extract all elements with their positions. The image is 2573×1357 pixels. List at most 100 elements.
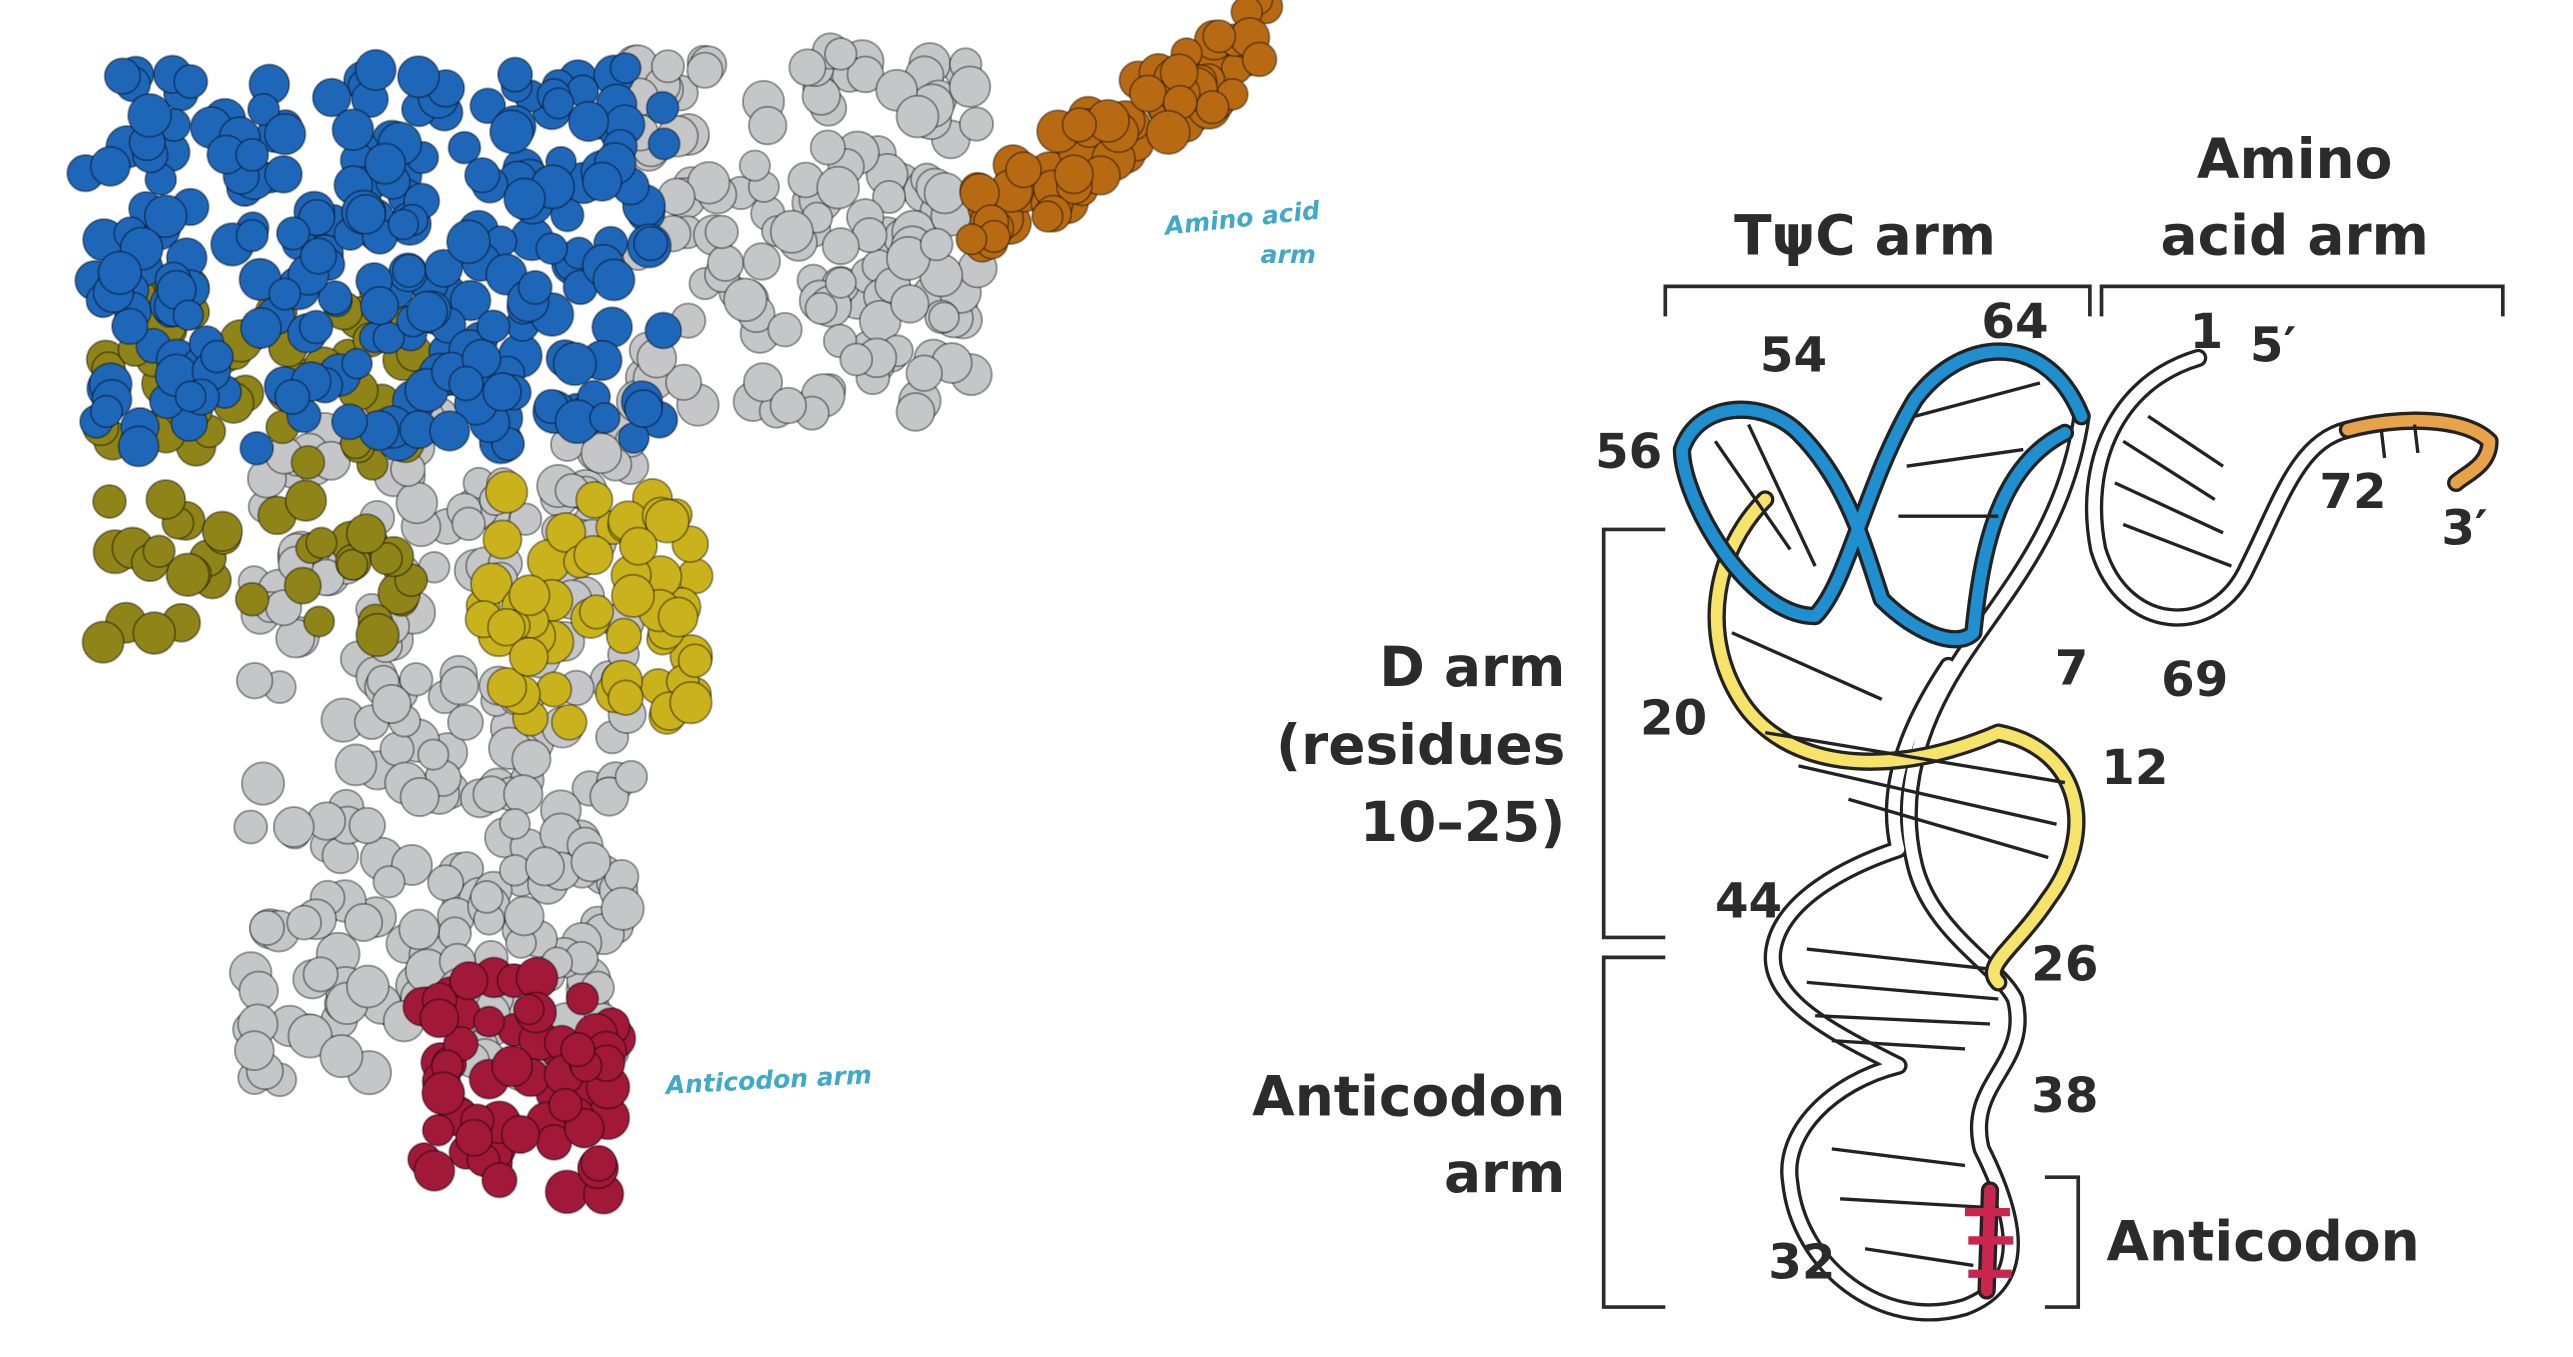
- residue-64: 64: [1981, 294, 2048, 350]
- atom-sphere: [1195, 89, 1230, 125]
- atom-sphere: [491, 1045, 534, 1088]
- residue-44: 44: [1715, 873, 1782, 929]
- atom-sphere: [1145, 109, 1191, 156]
- atom-sphere: [379, 731, 415, 767]
- atom-sphere: [767, 311, 803, 348]
- atom-sphere: [1061, 107, 1098, 143]
- atom-sphere: [632, 225, 669, 262]
- atom-sphere: [486, 666, 528, 708]
- atom-sphere: [127, 92, 173, 138]
- atom-sphere: [769, 386, 808, 425]
- atom-sphere: [580, 432, 623, 475]
- residue-26: 26: [2031, 937, 2098, 993]
- atom-sphere: [396, 55, 441, 99]
- atom-sphere: [463, 156, 501, 194]
- atom-sphere: [263, 112, 307, 156]
- atom-sphere: [928, 301, 960, 334]
- residue-72: 72: [2319, 464, 2386, 520]
- atom-sphere: [448, 365, 485, 402]
- atom-sphere: [503, 895, 545, 937]
- residue-54: 54: [1760, 327, 1827, 383]
- atom-sphere: [372, 865, 406, 899]
- atom-sphere: [298, 309, 334, 345]
- atom-sphere: [447, 130, 482, 165]
- atom-cluster: [66, 48, 683, 468]
- atom-sphere: [234, 581, 270, 617]
- space-filling-trna-model: [66, 0, 1284, 1215]
- atom-sphere: [517, 269, 553, 306]
- atom-sphere: [302, 605, 336, 638]
- atom-sphere: [570, 841, 612, 883]
- atom-sphere: [609, 51, 642, 85]
- atom-sphere: [299, 237, 338, 275]
- atom-sphere: [445, 219, 491, 265]
- atom-sphere: [391, 253, 427, 289]
- atom-sphere: [589, 776, 630, 817]
- atom-sphere: [469, 87, 507, 125]
- atom-sphere: [535, 232, 569, 266]
- atom-sphere: [336, 548, 369, 581]
- atom-sphere: [623, 388, 664, 429]
- atom-sphere: [110, 307, 149, 346]
- atom-sphere: [235, 137, 270, 172]
- atom-sphere: [239, 430, 275, 466]
- atom-sphere: [311, 77, 352, 118]
- atom-sphere: [283, 566, 322, 605]
- atom-sphere: [343, 902, 384, 943]
- atom-sphere: [173, 63, 209, 100]
- residue-69: 69: [2161, 652, 2228, 708]
- atom-sphere: [247, 92, 281, 127]
- atom-cluster: [402, 956, 637, 1215]
- atom-sphere: [548, 1087, 583, 1123]
- atom-sphere: [1004, 151, 1043, 189]
- atom-sphere: [345, 513, 387, 555]
- anticodon-bases: [1964, 1181, 2014, 1300]
- atom-sphere: [742, 362, 784, 403]
- atom-sphere: [565, 981, 600, 1016]
- atom-sphere: [804, 291, 838, 326]
- atom-sphere: [142, 534, 176, 569]
- atom-cluster: [614, 32, 998, 432]
- atom-sphere: [421, 1071, 466, 1116]
- atom-sphere: [738, 149, 772, 182]
- atom-sphere: [233, 809, 269, 845]
- tpsic-arm-strand: [1672, 342, 2091, 649]
- atom-sphere: [132, 611, 177, 656]
- residue-38: 38: [2031, 1068, 2098, 1124]
- atom-sphere: [201, 510, 244, 553]
- atom-sphere: [355, 612, 400, 658]
- atom-sphere: [846, 55, 885, 94]
- atom-sphere: [417, 738, 450, 771]
- atom-sphere: [895, 94, 940, 139]
- atom-sphere: [512, 993, 545, 1026]
- atom-sphere: [399, 776, 440, 818]
- atom-sphere: [233, 1030, 275, 1072]
- atom-sphere: [1202, 19, 1237, 54]
- atom-sphere: [839, 342, 874, 377]
- amino-acid-arm-label-2: acid arm: [2161, 204, 2429, 268]
- atom-sphere: [1241, 41, 1278, 78]
- atom-sphere: [272, 806, 315, 849]
- atom-sphere: [235, 661, 274, 700]
- atom-sphere: [588, 401, 621, 434]
- atom-sphere: [359, 285, 400, 326]
- atom-sphere: [508, 502, 543, 536]
- atom-sphere: [334, 743, 378, 787]
- cloverleaf-schematic: TψC arm Amino acid arm D arm (residues 1…: [1252, 127, 2505, 1322]
- atom-sphere: [524, 846, 566, 887]
- atom-sphere: [1031, 200, 1064, 233]
- atom-sphere: [535, 671, 573, 708]
- atom-sphere: [508, 636, 549, 678]
- atom-sphere: [489, 109, 535, 155]
- atom-sphere: [650, 49, 686, 84]
- atom-sphere: [398, 662, 434, 697]
- atom-sphere: [550, 703, 588, 741]
- atom-sphere: [287, 1013, 333, 1059]
- atom-sphere: [345, 964, 390, 1009]
- atom-sphere: [482, 371, 523, 412]
- atom-sphere: [369, 541, 404, 576]
- atom-sphere: [1053, 154, 1095, 195]
- atom-sphere: [235, 218, 269, 253]
- annotation-amino-acid-arm: Amino acid: [1161, 196, 1322, 241]
- atom-sphere: [664, 363, 703, 401]
